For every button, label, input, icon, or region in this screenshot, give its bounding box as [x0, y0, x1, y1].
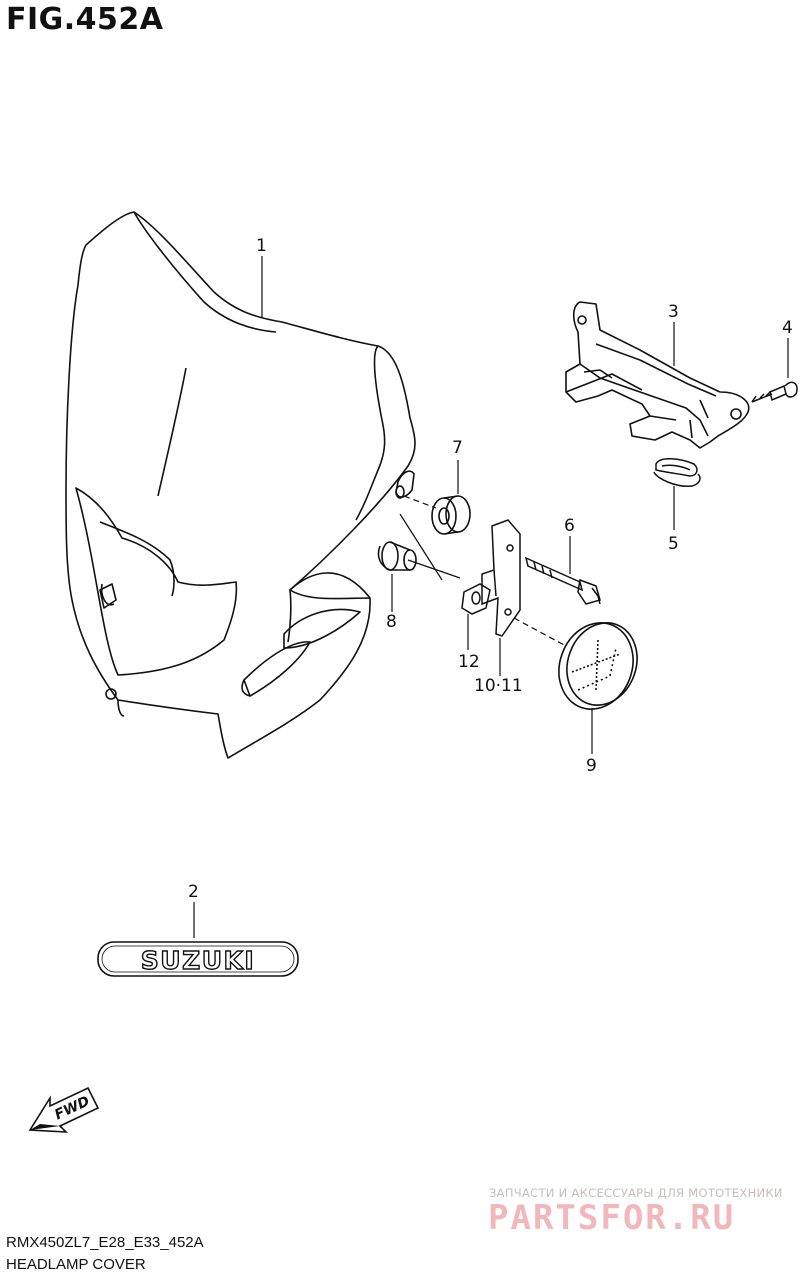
callout-6: 6: [564, 516, 575, 536]
rubber-cushion-part: [431, 495, 471, 535]
watermark-tagline: ЗАПЧАСТИ И АКСЕССУАРЫ ДЛЯ МОТОТЕХНИКИ: [489, 1186, 783, 1200]
callout-9: 9: [586, 756, 597, 776]
watermark-brand: PARTSFOR.RU: [488, 1198, 736, 1238]
suzuki-emblem-text: SUZUKI: [141, 946, 255, 975]
nut-part: [461, 583, 491, 615]
callout-12: 12: [458, 652, 480, 672]
fwd-arrow-icon: FWD: [28, 1086, 100, 1133]
headlamp-lens-part: [558, 622, 638, 710]
headlamp-bracket-part: [565, 301, 750, 449]
leader-lines: [193, 256, 789, 938]
callout-4: 4: [782, 318, 793, 338]
collar-part: [377, 541, 417, 571]
callout-10-11: 10·11: [474, 676, 523, 696]
callout-5: 5: [668, 534, 679, 554]
headlamp-cover-part: [65, 211, 416, 759]
callout-2: 2: [188, 882, 199, 902]
section-name: HEADLAMP COVER: [6, 1256, 146, 1273]
figure-title: FIG.452A: [6, 2, 164, 37]
callout-3: 3: [668, 302, 679, 322]
suzuki-emblem-part: SUZUKI: [97, 941, 299, 977]
callout-1: 1: [256, 236, 267, 256]
callout-7: 7: [452, 438, 463, 458]
bolt-part: [524, 556, 601, 605]
screw-part: [751, 381, 798, 403]
model-code: RMX450ZL7_E28_E33_452A: [6, 1234, 204, 1251]
stay-plate-part: [481, 519, 521, 637]
callout-8: 8: [386, 612, 397, 632]
grommet-part: [653, 458, 701, 487]
